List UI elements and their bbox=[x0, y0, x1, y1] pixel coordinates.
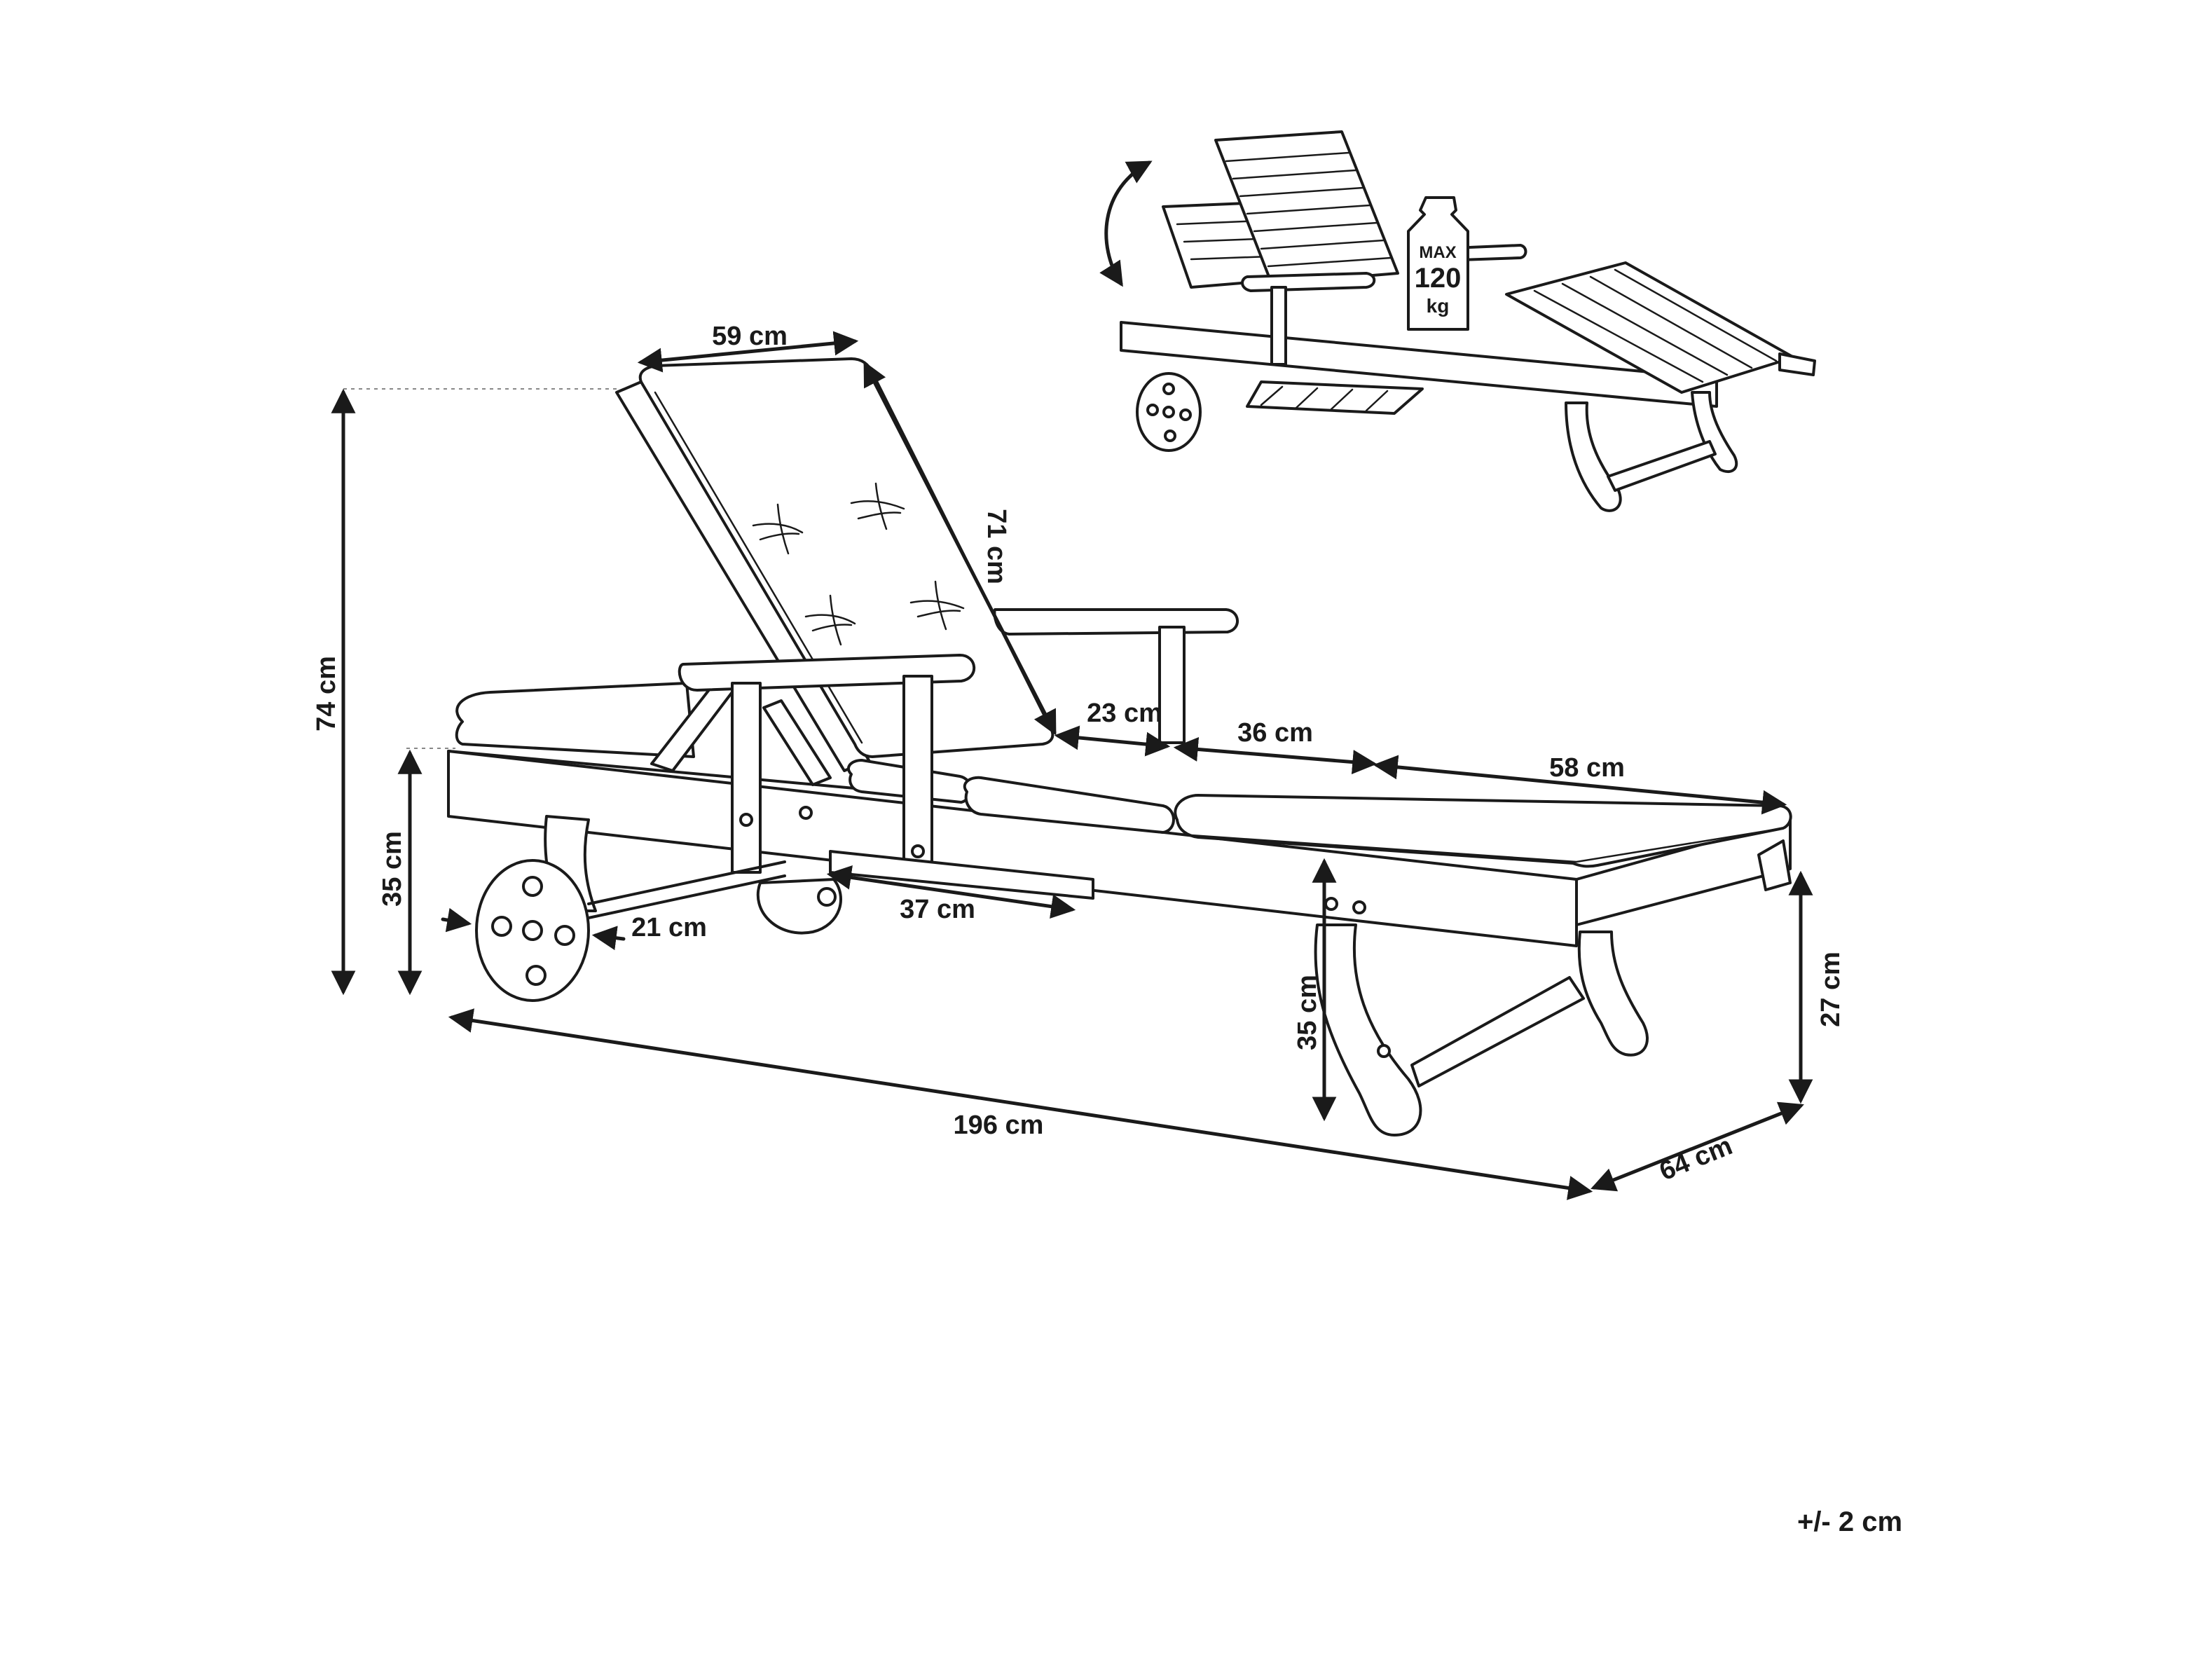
wheel-hub bbox=[522, 920, 543, 941]
label-back-width: 59 cm bbox=[712, 322, 788, 351]
label-wheel-diameter: 21 cm bbox=[631, 913, 707, 942]
front-leg-brace bbox=[1410, 976, 1585, 1087]
bolt bbox=[1377, 1044, 1391, 1058]
inset-wheel-bolt bbox=[1146, 404, 1159, 416]
tolerance-note: +/- 2 cm bbox=[1797, 1506, 1902, 1537]
wheel-bolt bbox=[817, 887, 837, 907]
weight-label-value: 120 bbox=[1415, 263, 1462, 294]
bolt bbox=[911, 844, 925, 858]
inset-armrest-post bbox=[1270, 286, 1287, 366]
inset-leg-slats bbox=[1533, 268, 1778, 383]
inset-leg-brace bbox=[1607, 440, 1717, 492]
inset-leg-rest-handle bbox=[1778, 352, 1816, 376]
front-leg-far bbox=[1577, 930, 1649, 1057]
bolt bbox=[799, 806, 813, 820]
bolt bbox=[739, 813, 753, 827]
weight-limit-badge: MAX 120 kg bbox=[1407, 196, 1469, 331]
rear-leg-brace bbox=[587, 860, 786, 919]
dim-line-total-length bbox=[448, 1008, 1593, 1200]
inset-lounger-drawing: MAX 120 kg bbox=[1099, 130, 1816, 512]
wheel-bolt bbox=[491, 916, 512, 937]
label-back-length: 71 cm bbox=[982, 509, 1011, 584]
inset-wheel-hub bbox=[1162, 406, 1175, 418]
dim-line-tray bbox=[826, 865, 1076, 919]
armrest-far-post bbox=[1158, 626, 1186, 744]
label-mid-section: 36 cm bbox=[1237, 718, 1313, 748]
inset-armrest bbox=[1241, 272, 1376, 292]
inset-backrest-slats bbox=[1225, 151, 1392, 268]
inset-wheel-bolt bbox=[1164, 430, 1176, 442]
inset-front-leg bbox=[1565, 401, 1622, 512]
armrest-near-post-rear bbox=[731, 682, 762, 874]
dim-line-leg-section bbox=[1373, 755, 1787, 815]
label-armrest-gap: 23 cm bbox=[1087, 699, 1162, 728]
wheel-bolt bbox=[522, 876, 543, 897]
inset-front-leg-far bbox=[1691, 391, 1738, 474]
label-foot-height: 27 cm bbox=[1816, 952, 1846, 1027]
backrest-strut-right bbox=[762, 699, 832, 786]
inset-wheel-bolt bbox=[1179, 408, 1192, 421]
dim-line-armrest-gap bbox=[1054, 725, 1171, 757]
wheel-bolt bbox=[554, 925, 575, 946]
seat-cushion-3-edge bbox=[1190, 827, 1785, 863]
inset-wheel-bolt bbox=[1162, 383, 1175, 395]
armrest-near-post-front bbox=[902, 675, 933, 874]
dim-line-total-width bbox=[1591, 1101, 1804, 1192]
dim-arrow-wheel-left bbox=[441, 907, 472, 933]
label-tray-length: 37 cm bbox=[900, 895, 975, 924]
label-front-leg-height: 35 cm bbox=[1293, 975, 1322, 1050]
wheel-bolt bbox=[525, 965, 547, 986]
inset-tray-slats bbox=[1260, 385, 1389, 412]
label-total-width: 64 cm bbox=[1656, 1131, 1737, 1186]
rear-seat-cushion bbox=[455, 682, 695, 758]
dim-line-mid-section bbox=[1173, 736, 1378, 775]
front-leg-near bbox=[1314, 923, 1422, 1136]
label-total-length: 196 cm bbox=[954, 1111, 1044, 1140]
recline-arrow-icon bbox=[1099, 160, 1153, 287]
armrest-far bbox=[993, 608, 1239, 636]
inset-frame bbox=[1120, 321, 1718, 408]
bolt bbox=[1324, 897, 1338, 911]
label-seat-height: 35 cm bbox=[378, 831, 407, 907]
weight-icon bbox=[1407, 196, 1469, 331]
bolt bbox=[1352, 900, 1366, 914]
dim-arrow-wheel-right bbox=[591, 926, 626, 951]
inset-tray bbox=[1246, 380, 1424, 415]
label-total-height: 74 cm bbox=[312, 656, 341, 732]
dimension-lines: 59 cm 71 cm 74 cm 35 cm 21 cm 23 cm 36 c… bbox=[312, 322, 1846, 1200]
weight-label-max: MAX bbox=[1419, 243, 1456, 262]
dim-line-back-length bbox=[863, 361, 1057, 736]
seat-cushion-2 bbox=[963, 776, 1175, 834]
label-leg-section: 58 cm bbox=[1549, 753, 1625, 783]
weight-label-unit: kg bbox=[1427, 295, 1450, 317]
dim-line-back-width bbox=[637, 331, 859, 373]
